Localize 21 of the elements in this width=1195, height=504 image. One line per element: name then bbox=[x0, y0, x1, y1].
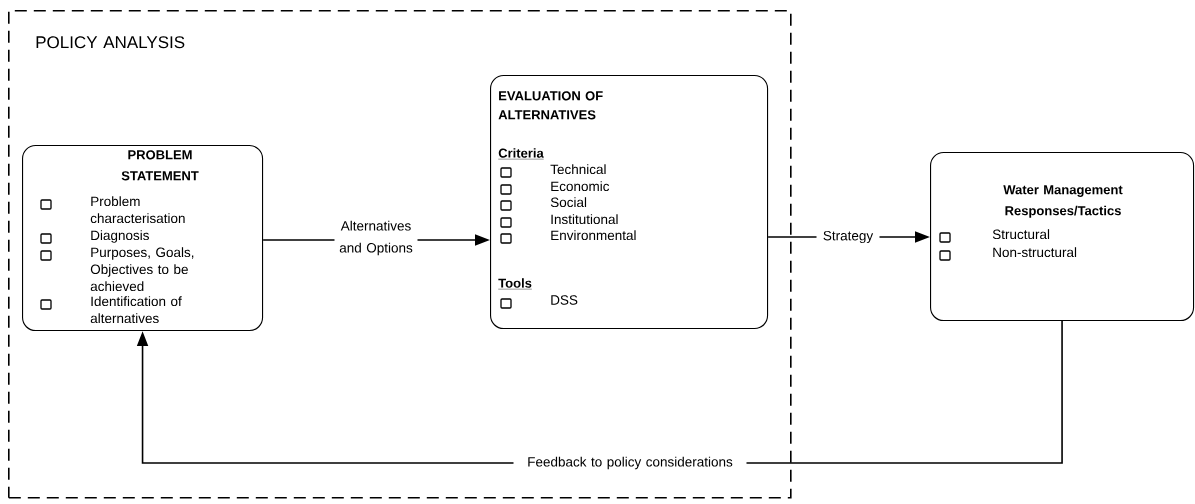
list-item: Identification of alternatives bbox=[90, 296, 182, 324]
subheading: Criteria bbox=[498, 148, 544, 160]
list-item: Non-structural bbox=[993, 247, 1077, 258]
frame-title: POLICY ANALYSIS bbox=[36, 36, 185, 49]
box-heading: EVALUATION OF ALTERNATIVES bbox=[498, 91, 603, 120]
edge-label: Alternatives and Options bbox=[334, 219, 418, 257]
list-item: Diagnosis bbox=[91, 230, 149, 243]
list-item: Technical bbox=[550, 164, 606, 175]
edge-label: Feedback to policy considerations bbox=[513, 455, 747, 471]
list-item: Problem characterisation bbox=[90, 196, 185, 224]
box-heading: Water Management Responses/Tactics bbox=[1003, 185, 1123, 218]
box-heading: PROBLEM STATEMENT bbox=[121, 150, 199, 181]
list-item: Environmental bbox=[551, 230, 636, 241]
edge-label: Strategy bbox=[816, 229, 880, 245]
list-item: DSS bbox=[551, 295, 578, 305]
list-item: Purposes, Goals, Objectives to be achieved bbox=[90, 247, 194, 292]
list-item: Structural bbox=[992, 229, 1050, 240]
list-item: Social bbox=[550, 197, 587, 208]
list-item: Institutional bbox=[551, 214, 618, 225]
subheading: Tools bbox=[498, 278, 533, 290]
list-item: Economic bbox=[551, 181, 610, 192]
